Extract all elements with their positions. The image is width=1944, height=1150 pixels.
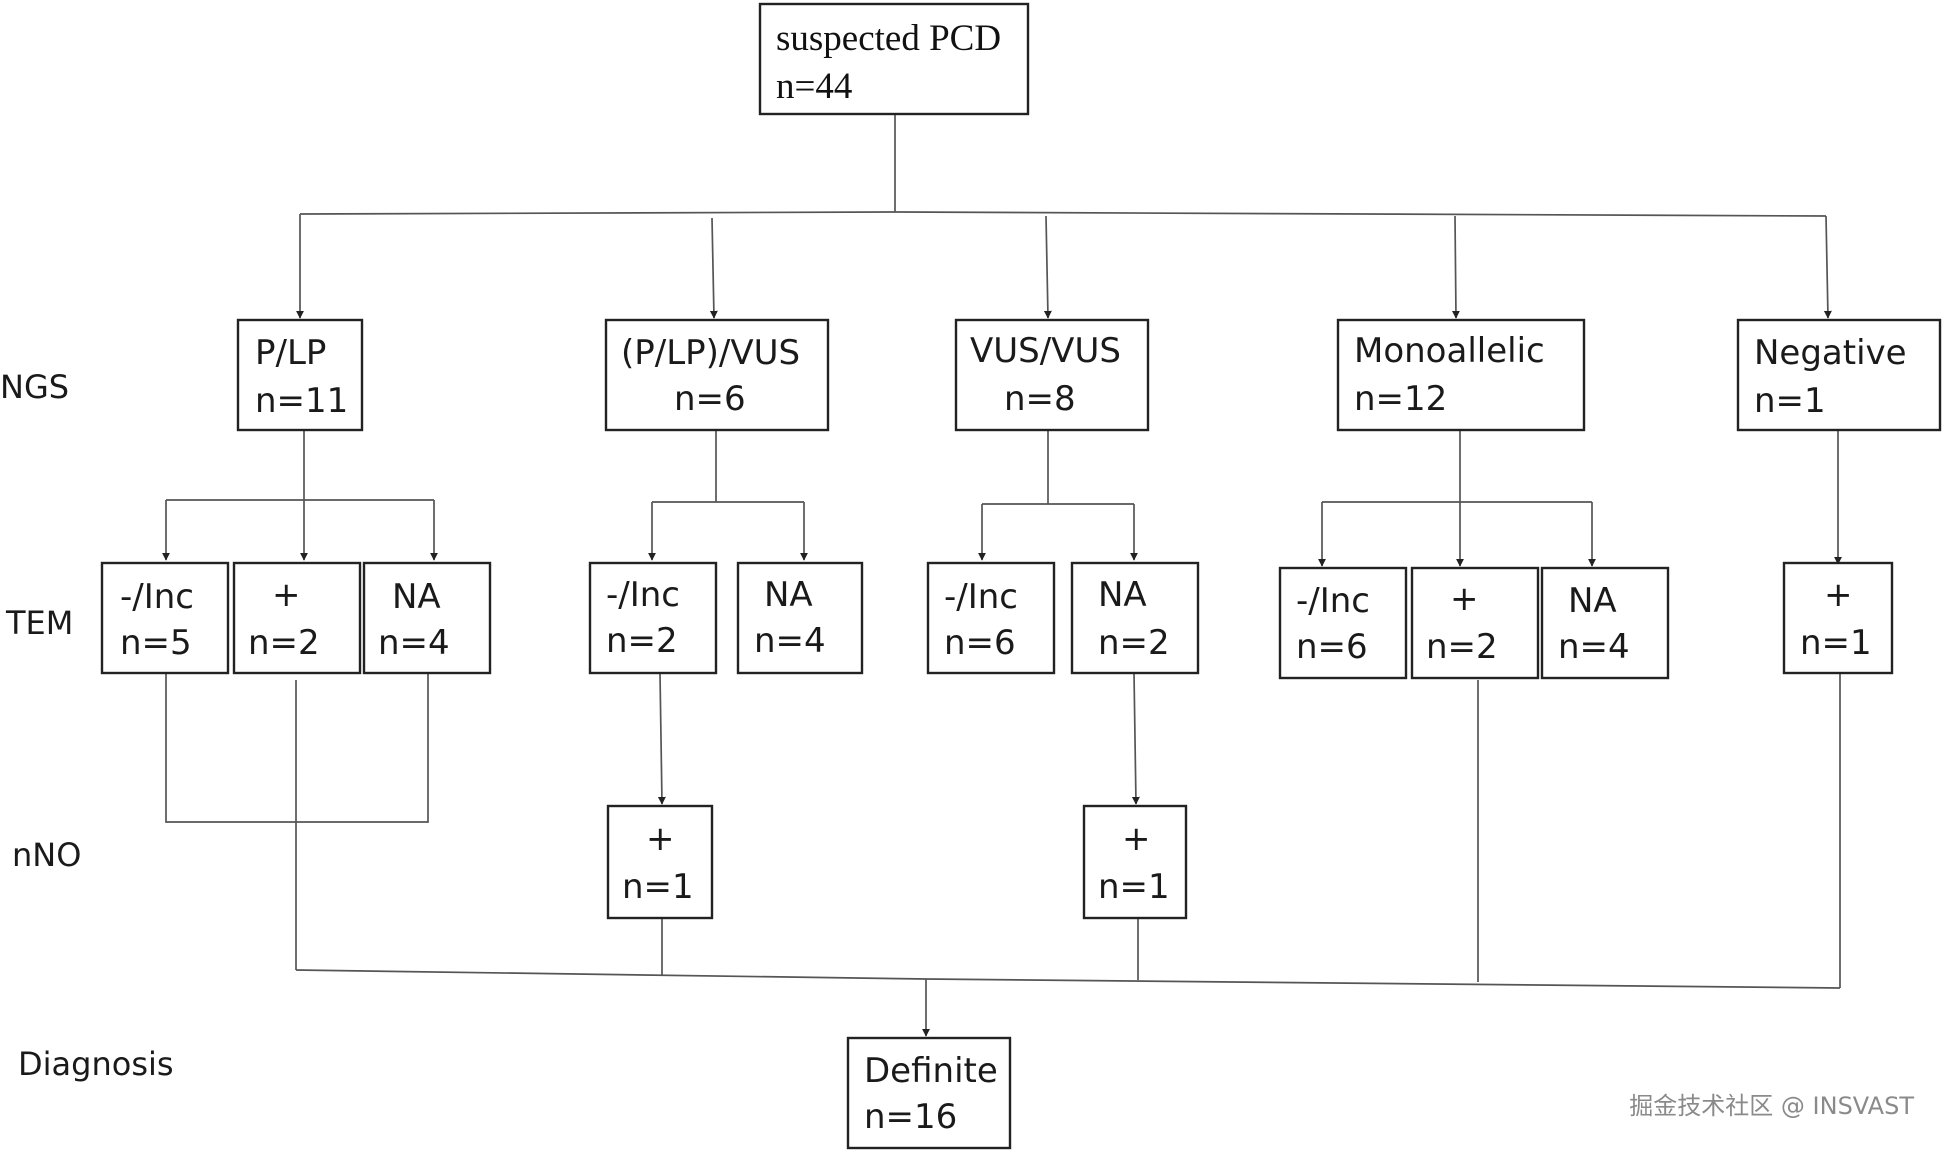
node-tem-plp-na: NA n=4	[362, 561, 492, 675]
node-label: -/Inc	[606, 575, 680, 615]
node-tem-plpvus-neg: -/Inc n=2	[588, 561, 718, 675]
node-count: n=1	[622, 867, 694, 907]
node-count: n=2	[248, 623, 320, 663]
node-box	[1070, 561, 1200, 675]
node-box	[1736, 318, 1942, 432]
node-label: -/Inc	[120, 577, 194, 617]
edge-to-vusvus	[1043, 215, 1052, 319]
node-label: +	[1824, 575, 1853, 615]
edge-diagnosis-bus	[295, 969, 1841, 989]
node-label: +	[272, 575, 301, 615]
node-box	[1336, 318, 1586, 432]
node-count: n=4	[378, 623, 450, 663]
node-count: n=16	[864, 1097, 957, 1137]
edges	[162, 114, 1842, 1037]
node-label: Negative	[1754, 333, 1907, 373]
node-label: +	[1122, 819, 1151, 859]
node-box	[362, 561, 492, 675]
node-box	[846, 1036, 1012, 1150]
node-count: n=11	[255, 381, 348, 421]
node-count: n=4	[1558, 627, 1630, 667]
node-label: P/LP	[255, 333, 326, 373]
node-box	[736, 561, 864, 675]
node-label: NA	[764, 575, 813, 615]
node-tem-mono-neg: -/Inc n=6	[1278, 566, 1408, 680]
node-label: suspected PCD	[776, 18, 1001, 59]
node-label: VUS/VUS	[970, 331, 1121, 371]
node-box	[1782, 561, 1894, 675]
node-label: NA	[1568, 581, 1617, 621]
node-box	[236, 318, 364, 432]
node-label: Definite	[864, 1051, 998, 1091]
node-label: NA	[392, 577, 441, 617]
node-box	[232, 561, 362, 675]
node-nno-plpvus-pos: + n=1	[606, 804, 714, 920]
node-tem-plp-pos: + n=2	[232, 561, 362, 675]
edge-to-plpvus	[709, 217, 718, 319]
row-label-nno: nNO	[12, 836, 81, 874]
node-label: -/Inc	[1296, 581, 1370, 621]
node-tem-neg-pos: + n=1	[1782, 561, 1894, 675]
node-ngs-negative: Negative n=1	[1736, 318, 1942, 432]
node-box	[1540, 566, 1670, 680]
node-box	[588, 561, 718, 675]
node-tem-mono-na: NA n=4	[1540, 566, 1670, 680]
node-count: n=1	[1098, 867, 1170, 907]
node-count: n=6	[1296, 627, 1368, 667]
node-count: n=5	[120, 623, 192, 663]
node-ngs-plp: P/LP n=11	[236, 318, 364, 432]
node-nno-vus-pos: + n=1	[1082, 804, 1188, 920]
edge-to-monoallelic	[1451, 215, 1460, 319]
row-label-tem: TEM	[5, 604, 73, 642]
node-label: (P/LP)/VUS	[621, 333, 800, 373]
node-diagnosis-definite: Definite n=16	[846, 1036, 1012, 1150]
node-count: n=6	[674, 379, 746, 419]
node-tem-mono-pos: + n=2	[1410, 566, 1540, 680]
node-suspected-pcd: suspected PCD n=44	[758, 2, 1030, 116]
node-box	[954, 318, 1150, 432]
node-count: n=1	[1800, 623, 1872, 663]
edge-to-negative	[1823, 215, 1832, 319]
node-tem-plp-neg: -/Inc n=5	[100, 561, 230, 675]
node-count: n=44	[776, 66, 852, 107]
node-box	[606, 804, 714, 920]
node-box	[100, 561, 230, 675]
node-box	[1278, 566, 1408, 680]
row-label-diagnosis: Diagnosis	[18, 1045, 174, 1083]
node-count: n=8	[1004, 379, 1076, 419]
node-label: NA	[1098, 575, 1147, 615]
node-count: n=6	[944, 623, 1016, 663]
node-count: n=2	[606, 621, 678, 661]
node-box	[1082, 804, 1188, 920]
node-count: n=4	[754, 621, 826, 661]
node-tem-plpvus-na: NA n=4	[736, 561, 864, 675]
node-label: +	[1450, 579, 1479, 619]
edge-plpvus-tem-to-nno	[657, 672, 666, 805]
watermark-text: 掘金技术社区 @ INSVAST	[1629, 1092, 1914, 1120]
node-count: n=2	[1426, 627, 1498, 667]
node-ngs-plpvus: (P/LP)/VUS n=6	[604, 318, 830, 432]
edge-vus-tem-to-nno	[1131, 672, 1140, 805]
row-label-ngs: NGS	[0, 368, 69, 406]
node-count: n=1	[1754, 381, 1826, 421]
node-ngs-monoallelic: Monoallelic n=12	[1336, 318, 1586, 432]
node-box	[758, 2, 1030, 116]
node-label: +	[646, 819, 675, 859]
edge-plp-neg-na-join	[165, 673, 429, 823]
node-ngs-vusvus: VUS/VUS n=8	[954, 318, 1150, 432]
node-count: n=2	[1098, 623, 1170, 663]
node-count: n=12	[1354, 379, 1447, 419]
node-tem-vus-na: NA n=2	[1070, 561, 1200, 675]
node-tem-vus-neg: -/Inc n=6	[926, 561, 1056, 675]
edge-root-bus	[299, 211, 1827, 217]
node-label: Monoallelic	[1354, 331, 1545, 371]
node-box	[604, 318, 830, 432]
node-box	[1410, 566, 1540, 680]
node-label: -/Inc	[944, 577, 1018, 617]
node-box	[926, 561, 1056, 675]
